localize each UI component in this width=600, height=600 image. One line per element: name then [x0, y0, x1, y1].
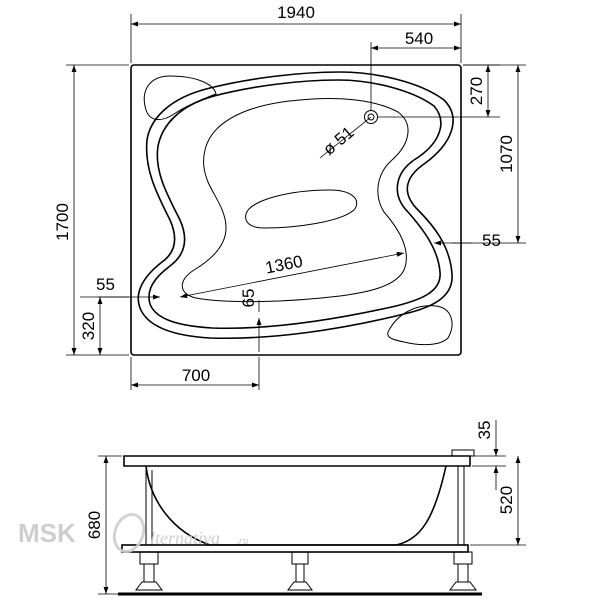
dim-320: 320: [79, 312, 98, 340]
seat-top-left: [143, 75, 217, 120]
watermark-logo-mark: [112, 513, 146, 553]
dim-520: 520: [497, 486, 516, 514]
tub-bowl-second: [148, 79, 442, 330]
dim-35: 35: [475, 421, 494, 440]
dim-55-right: 55: [482, 231, 501, 250]
top-view: 1940 540 270 1070 55 1700 ø 51 1360 65: [53, 3, 526, 390]
dim-1070: 1070: [497, 135, 516, 173]
dim-680: 680: [85, 511, 104, 539]
dim-1700: 1700: [53, 203, 72, 241]
dim-1940: 1940: [277, 3, 315, 22]
tub-bowl-outer: [137, 71, 454, 340]
side-rim: [123, 455, 471, 467]
watermark-suffix: .ru: [236, 535, 249, 547]
dim-700: 700: [182, 366, 210, 385]
dim-line-diameter: [319, 116, 372, 159]
tub-outer-rim: [130, 64, 462, 356]
dim-540: 540: [405, 29, 433, 48]
dim-55-left: 55: [96, 275, 115, 294]
watermark-script: lternativa: [150, 528, 220, 548]
seat-bottom-right: [387, 305, 453, 346]
dim-270: 270: [467, 77, 486, 105]
headrest: [245, 189, 358, 229]
drain-inner: [367, 113, 375, 121]
support-legs: [135, 449, 477, 591]
dim-line-1360: [179, 251, 405, 299]
dim-65: 65: [239, 289, 258, 308]
watermark-brand: MSK: [18, 518, 76, 548]
side-view: 35 520 680: [85, 420, 526, 596]
watermark: MSK lternativa .ru: [18, 513, 249, 553]
